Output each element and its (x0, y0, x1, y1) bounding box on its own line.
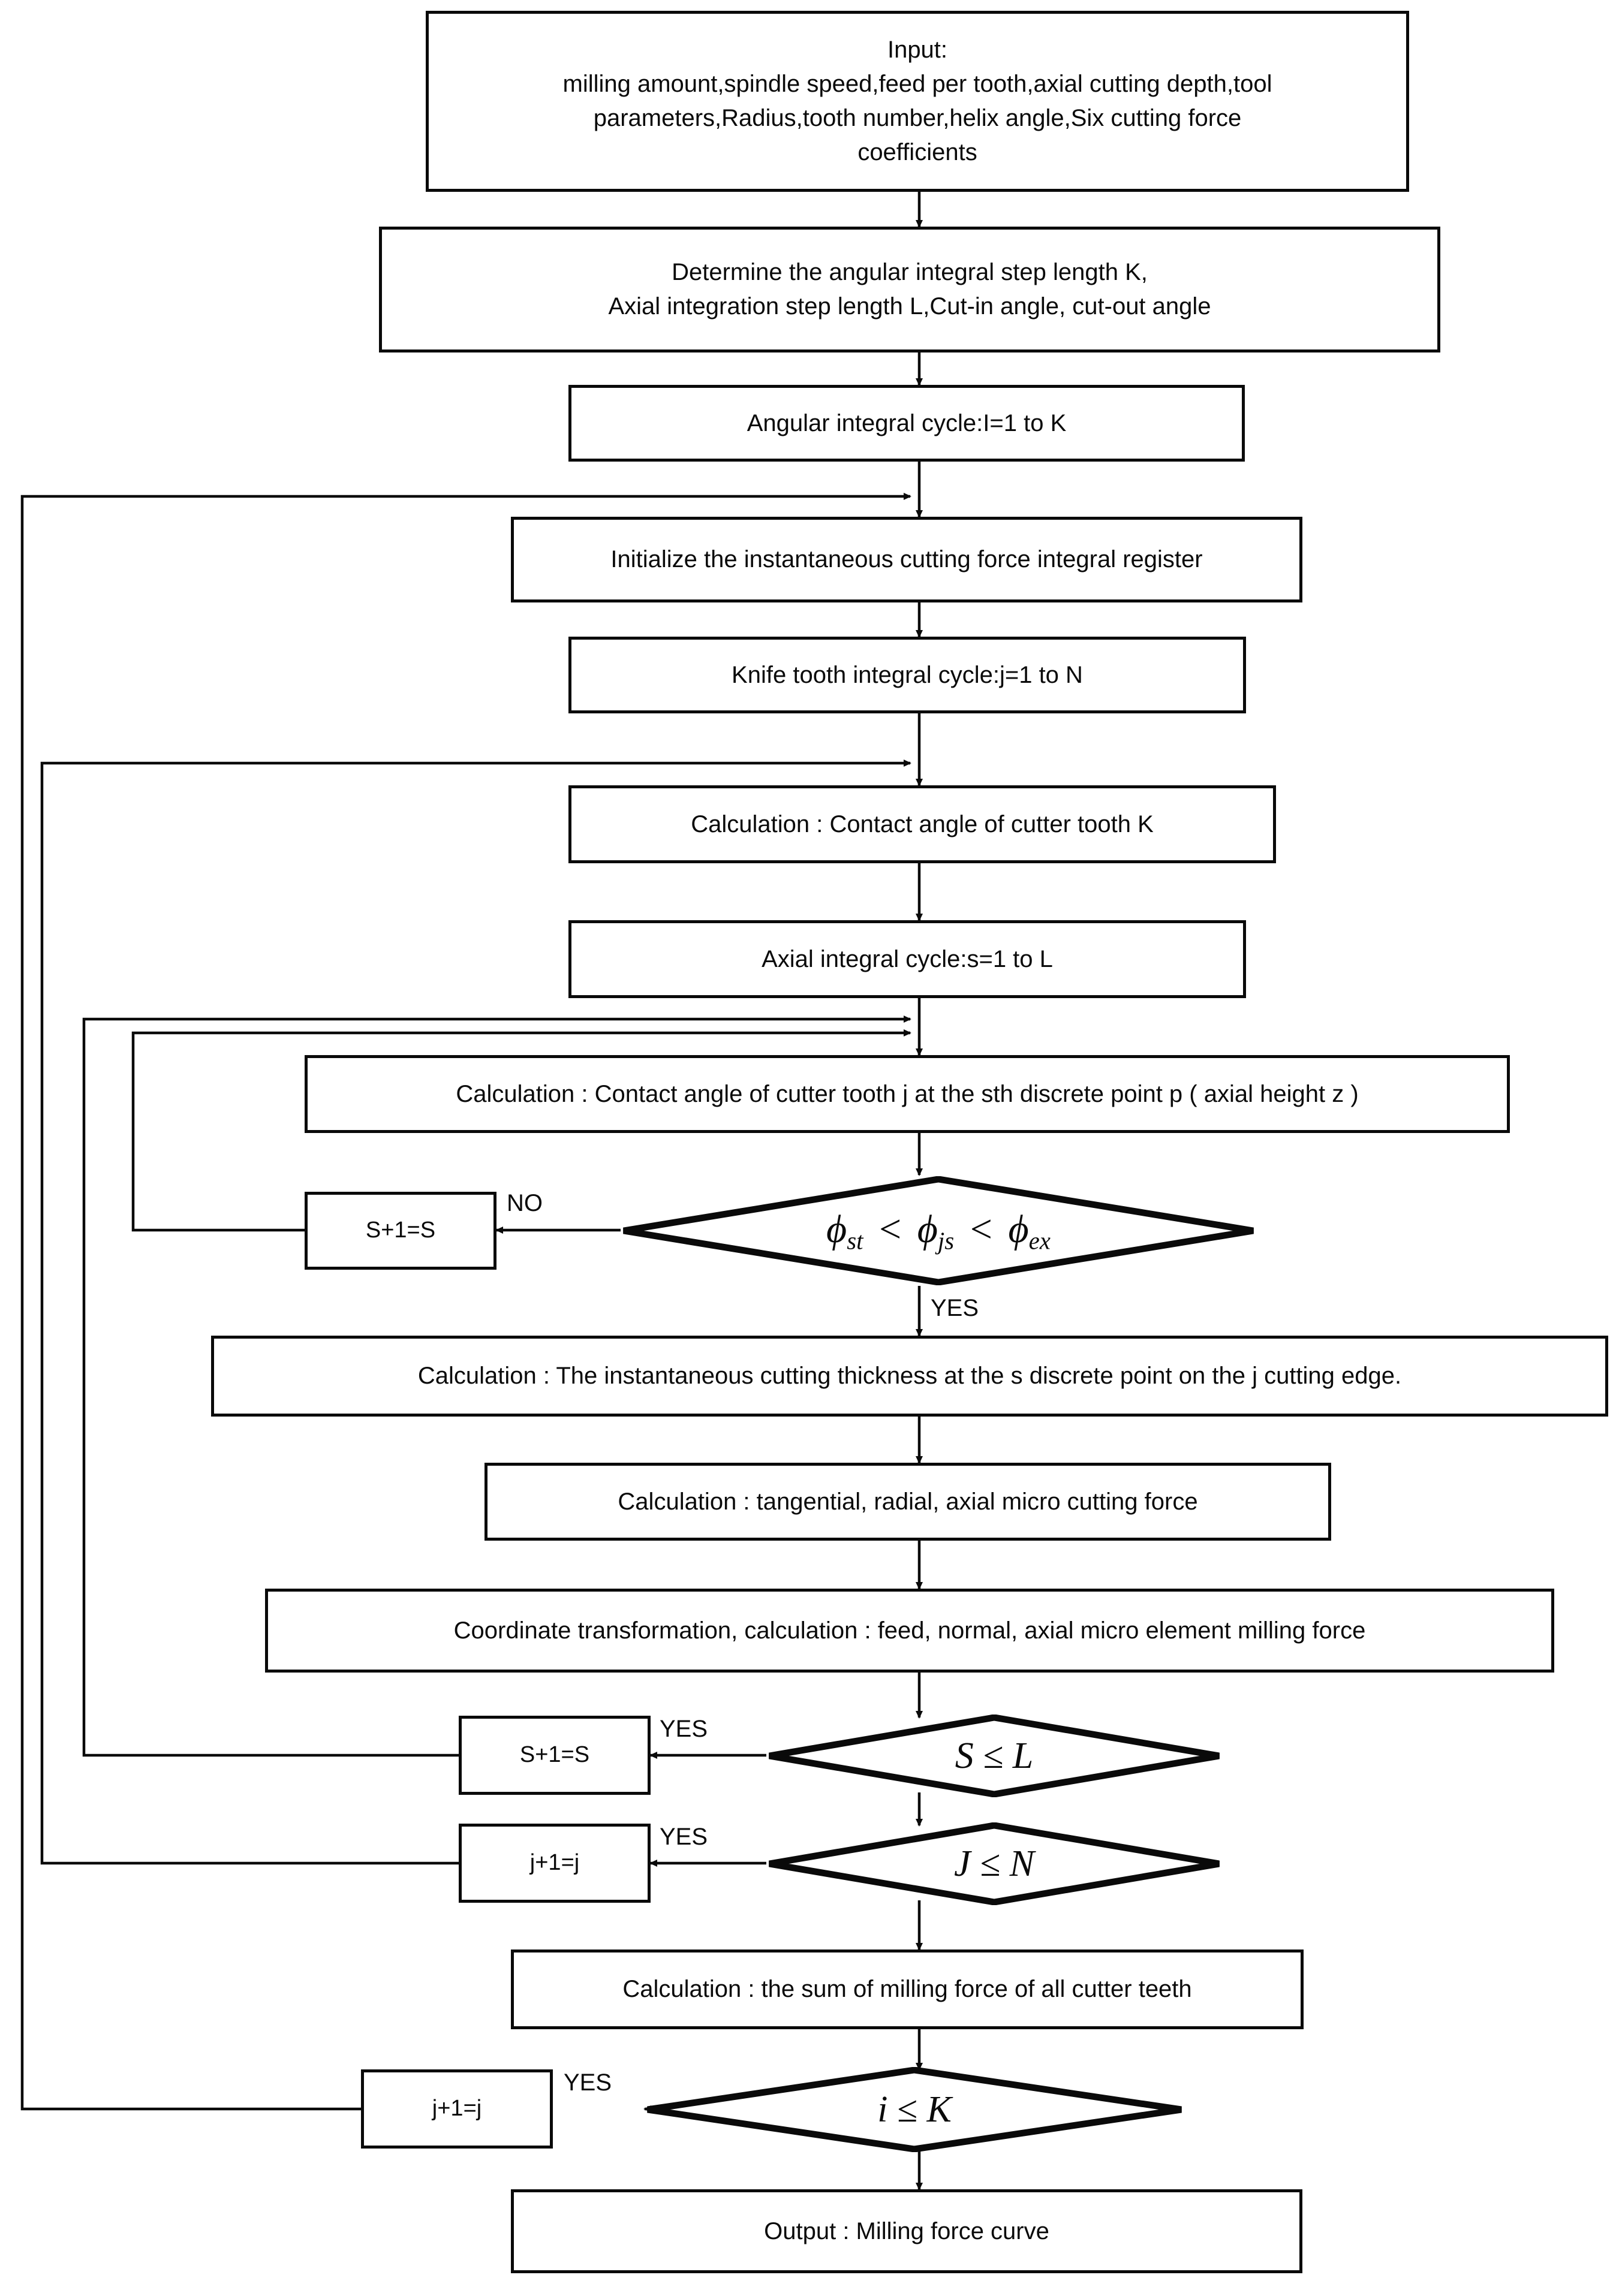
node-j-increment-1-label: j+1=j (529, 1850, 580, 1876)
decision-s-le-l-shape (769, 1715, 1220, 1797)
node-knife-tooth-cycle[interactable]: Knife tooth integral cycle:j=1 to N (568, 637, 1246, 713)
node-axial-cycle-label: Axial integral cycle:s=1 to L (762, 945, 1053, 972)
node-input[interactable]: Input: milling amount,spindle speed,feed… (426, 11, 1409, 192)
node-s-increment-2[interactable]: S+1=S (459, 1716, 651, 1795)
decision-j-le-n-label: J ≤ N (954, 1843, 1034, 1884)
edge-label-phi-yes: YES (931, 1295, 979, 1321)
node-initialize-register-label: Initialize the instantaneous cutting for… (610, 546, 1203, 573)
node-axial-cycle[interactable]: Axial integral cycle:s=1 to L (568, 920, 1246, 998)
loop-jInc2-to-initialize (20, 493, 911, 2111)
node-micro-cutting-force[interactable]: Calculation : tangential, radial, axial … (485, 1463, 1331, 1541)
decision-s-le-l-label: S ≤ L (955, 1735, 1034, 1776)
decision-j-le-n-shape (769, 1822, 1220, 1905)
node-j-increment-2[interactable]: j+1=j (361, 2069, 553, 2149)
node-s-increment-1[interactable]: S+1=S (305, 1192, 496, 1270)
node-cutting-thickness[interactable]: Calculation : The instantaneous cutting … (211, 1336, 1608, 1417)
node-micro-cutting-force-label: Calculation : tangential, radial, axial … (618, 1488, 1198, 1515)
node-angular-cycle[interactable]: Angular integral cycle:I=1 to K (568, 385, 1245, 462)
node-input-line4: coefficients (857, 138, 977, 165)
node-knife-tooth-cycle-label: Knife tooth integral cycle:j=1 to N (732, 661, 1083, 688)
decision-phi-range-label: ϕst < ϕjs < ϕex (826, 1207, 1051, 1255)
edge-label-ile-yes: YES (564, 2069, 612, 2096)
node-output-label: Output : Milling force curve (764, 2217, 1049, 2244)
node-contact-angle-tooth-k-label: Calculation : Contact angle of cutter to… (691, 810, 1154, 837)
node-sum-milling-force[interactable]: Calculation : the sum of milling force o… (511, 1950, 1304, 2029)
loop-sInc2-to-contactJ (82, 1016, 911, 1757)
node-determine-line1: Determine the angular integral step leng… (672, 259, 1148, 286)
edge-label-phi-no: NO (507, 1190, 543, 1216)
node-input-line1: Input: (887, 37, 948, 64)
edge-label-jle-yes: YES (660, 1824, 708, 1850)
decision-j-le-n[interactable]: J ≤ N (766, 1822, 1222, 1905)
node-coordinate-transformation-label: Coordinate transformation, calculation :… (453, 1617, 1366, 1644)
loop-sInc1-to-contactJ (131, 1029, 911, 1232)
node-determine[interactable]: Determine the angular integral step leng… (379, 227, 1440, 352)
node-contact-angle-tooth-j[interactable]: Calculation : Contact angle of cutter to… (305, 1055, 1510, 1133)
node-input-line3: parameters,Radius,tooth number,helix ang… (593, 105, 1242, 131)
node-initialize-register[interactable]: Initialize the instantaneous cutting for… (511, 517, 1302, 602)
node-coordinate-transformation[interactable]: Coordinate transformation, calculation :… (265, 1589, 1554, 1673)
node-determine-line2: Axial integration step length L,Cut-in a… (608, 293, 1211, 320)
decision-s-le-l[interactable]: S ≤ L (766, 1715, 1222, 1797)
decision-i-le-k-label: i ≤ K (877, 2089, 952, 2130)
node-output[interactable]: Output : Milling force curve (511, 2189, 1302, 2273)
decision-i-le-k-shape (647, 2067, 1182, 2152)
node-contact-angle-tooth-k[interactable]: Calculation : Contact angle of cutter to… (568, 785, 1276, 863)
node-j-increment-1[interactable]: j+1=j (459, 1824, 651, 1903)
decision-phi-range-shape (623, 1176, 1254, 1285)
node-input-line2: milling amount,spindle speed,feed per to… (562, 71, 1272, 98)
decision-phi-range[interactable]: ϕst < ϕjs < ϕex (621, 1176, 1256, 1285)
node-s-increment-1-label: S+1=S (365, 1218, 436, 1243)
node-cutting-thickness-label: Calculation : The instantaneous cutting … (417, 1363, 1402, 1390)
node-sum-milling-force-label: Calculation : the sum of milling force o… (622, 1976, 1192, 2003)
loop-jInc1-to-contactK (40, 760, 911, 1865)
node-angular-cycle-label: Angular integral cycle:I=1 to K (747, 409, 1067, 436)
edge-label-sle-yes: YES (660, 1716, 708, 1742)
decision-i-le-k[interactable]: i ≤ K (645, 2067, 1184, 2152)
node-j-increment-2-label: j+1=j (432, 2096, 482, 2122)
node-s-increment-2-label: S+1=S (519, 1742, 590, 1768)
node-contact-angle-tooth-j-label: Calculation : Contact angle of cutter to… (456, 1080, 1359, 1107)
